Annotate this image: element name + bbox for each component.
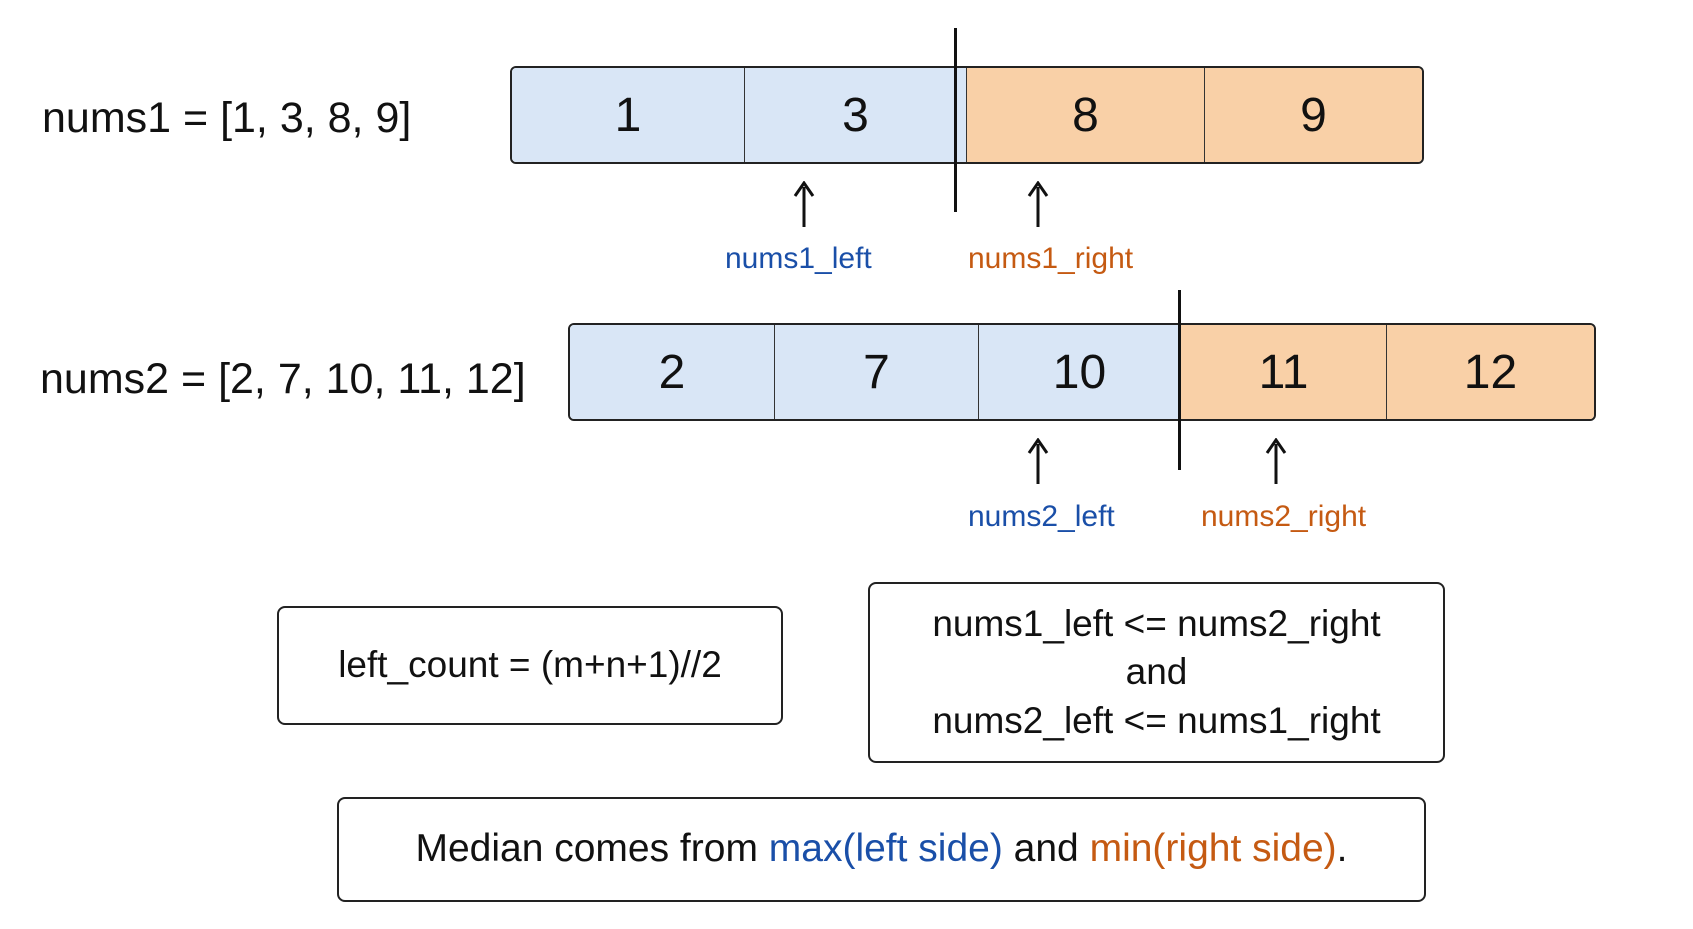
nums2-left-arrow-icon — [1027, 438, 1049, 484]
nums2-partition-line — [1178, 290, 1181, 470]
nums2-cell: 10 — [978, 325, 1180, 419]
nums2-cell: 7 — [774, 325, 978, 419]
nums1-left-pointer-label: nums1_left — [725, 242, 872, 275]
nums2-label: nums2 = [2, 7, 10, 11, 12] — [40, 355, 526, 403]
condition-line-2: and — [1125, 651, 1188, 693]
partition-condition-box: nums1_left <= nums2_right and nums2_left… — [868, 582, 1445, 763]
nums1-right-pointer-label: nums1_right — [968, 242, 1134, 275]
left-count-formula-box: left_count = (m+n+1)//2 — [277, 606, 783, 725]
nums1-cell: 3 — [744, 68, 966, 162]
nums1-right-arrow-icon — [1027, 181, 1049, 227]
nums2-left-pointer-label: nums2_left — [968, 500, 1115, 533]
nums2-cell: 2 — [570, 325, 774, 419]
nums1-cell: 9 — [1204, 68, 1422, 162]
nums2-right-pointer-label: nums2_right — [1201, 500, 1367, 533]
nums1-cell: 1 — [512, 68, 744, 162]
condition-line-3: nums2_left <= nums1_right — [932, 699, 1381, 741]
nums1-array: 1 3 8 9 — [510, 66, 1424, 164]
left-count-formula: left_count = (m+n+1)//2 — [338, 644, 722, 686]
summary-text-end: . — [1336, 827, 1348, 871]
summary-text-start: Median comes from — [415, 827, 769, 871]
nums2-cell: 12 — [1386, 325, 1594, 419]
nums2-array: 2 7 10 11 12 — [568, 323, 1596, 421]
nums1-label: nums1 = [1, 3, 8, 9] — [42, 94, 412, 142]
condition-line-1: nums1_left <= nums2_right — [932, 603, 1381, 645]
nums2-cell: 11 — [1180, 325, 1386, 419]
nums1-left-arrow-icon — [793, 181, 815, 227]
summary-text-and: and — [1002, 827, 1090, 871]
summary-min-right: min(right side) — [1089, 827, 1337, 871]
summary-max-left: max(left side) — [768, 827, 1003, 871]
median-summary-box: Median comes from max(left side) and min… — [337, 797, 1426, 902]
nums1-cell: 8 — [966, 68, 1204, 162]
nums1-partition-line — [954, 28, 957, 212]
nums2-right-arrow-icon — [1265, 438, 1287, 484]
